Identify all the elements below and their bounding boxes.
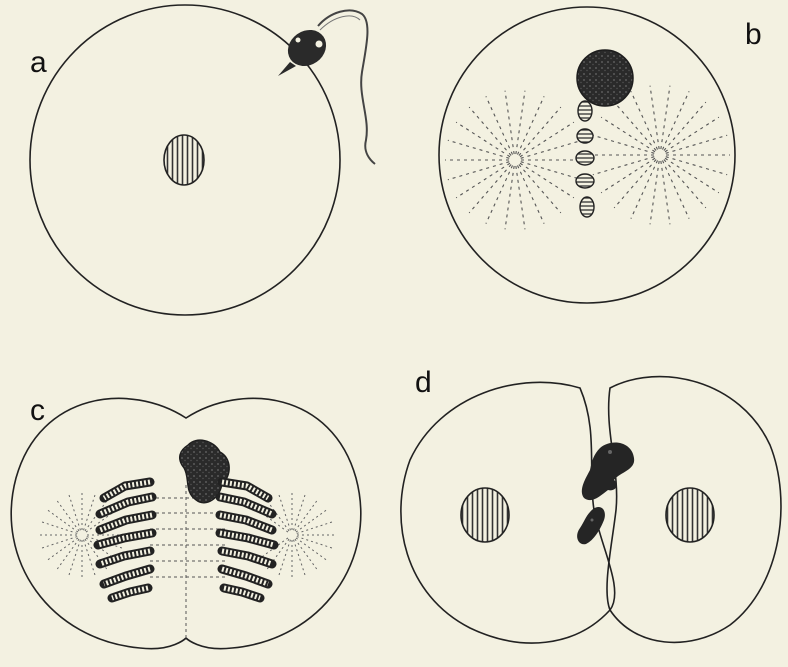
panel-label-c: c (30, 394, 45, 427)
sperm-icon (278, 10, 375, 164)
panel-d: d (401, 366, 781, 643)
chromosome-icon (576, 174, 594, 188)
chromosome-icon (580, 197, 594, 217)
panel-b: b (439, 7, 762, 303)
chromosomes-right (220, 482, 274, 598)
panel-label-d: d (415, 366, 432, 399)
spindle-fibers (150, 485, 228, 640)
nucleus-icon (666, 488, 714, 542)
chromosome-plate (576, 101, 594, 217)
sperm-remnant-icon (577, 443, 634, 545)
chromosome-icon (577, 129, 593, 143)
sperm-nucleus-icon (577, 50, 633, 106)
panel-label-a: a (30, 46, 47, 79)
chromosomes-left (98, 482, 152, 598)
aster-left-icon (445, 91, 585, 230)
chromosome-icon (576, 151, 594, 165)
panel-c: c (11, 394, 361, 649)
panel-a: a (30, 5, 375, 315)
panel-label-b: b (745, 18, 762, 51)
chromosome-icon (578, 101, 592, 121)
aster-right-icon (590, 86, 730, 225)
nucleus-icon (164, 135, 204, 185)
nucleus-icon (461, 488, 509, 542)
